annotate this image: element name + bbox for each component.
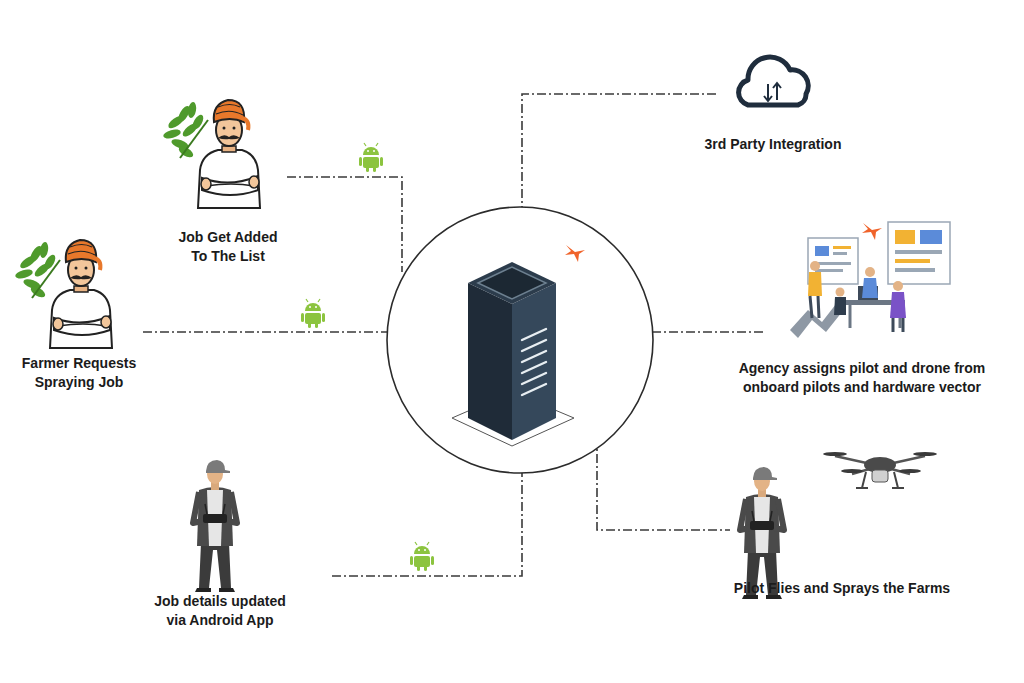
step-label: Pilot Flies and Sprays the Farms [731, 577, 953, 600]
server-hub-part-part [522, 329, 546, 340]
step-text: Job Get Added To The List [172, 228, 284, 266]
farmer-figure-part [14, 240, 112, 348]
server-hub-part [522, 329, 546, 395]
cloud-icon-part [739, 57, 809, 105]
drone-part [872, 470, 888, 482]
drone-part-part [823, 452, 847, 456]
cloud-icon-part [767, 84, 769, 100]
agency-illustration-part [890, 292, 906, 318]
pilot-figure-part [193, 460, 237, 592]
drone-part-part [913, 452, 937, 456]
agency-illustration-part [849, 305, 852, 328]
android-icon-part [359, 143, 383, 172]
server-hub-part-part [522, 340, 546, 351]
android-icon-part [301, 299, 325, 328]
agency-illustration-part [810, 296, 819, 318]
dash-line-part [287, 177, 402, 272]
server-hub-part-part [522, 351, 546, 362]
agency-illustration-part [895, 259, 930, 263]
dash-line-part [332, 473, 522, 576]
server-hub-part [512, 283, 556, 440]
agency-illustration-part [790, 304, 842, 338]
agency-illustration-part [815, 269, 843, 272]
agency-illustration-part [836, 288, 845, 297]
server-hub-part [468, 262, 556, 304]
agency-illustration-part [895, 268, 935, 272]
step-text: Agency assigns pilot and drone from onbo… [712, 359, 1012, 397]
android-icon [301, 143, 434, 571]
server-hub-part [468, 283, 512, 440]
dash-line-part [522, 94, 716, 207]
drone-part-part [899, 469, 921, 473]
server-hub-part-part [522, 373, 546, 384]
step-text: Farmer Requests Spraying Job [7, 354, 151, 392]
dash-line-part [652, 331, 765, 333]
cloud-icon [739, 57, 809, 105]
agency-illustration-part [895, 250, 942, 254]
pilot-figure [193, 460, 784, 599]
server-hub-part-part [522, 362, 546, 373]
server-hub [387, 207, 653, 473]
step-text: Pilot Flies and Sprays the Farms [734, 579, 950, 598]
agency-illustration-part [865, 267, 875, 277]
agency-illustration-part [862, 278, 878, 298]
server-hub-part-part [522, 384, 546, 395]
android-icon-part [410, 542, 434, 571]
farmer-figure [14, 100, 260, 348]
step-text: 3rd Party Integration [705, 135, 842, 154]
pilot-figure-part [740, 467, 784, 599]
cloud-icon-part [776, 84, 778, 100]
agency-illustration-part [888, 222, 950, 284]
server-hub-part [478, 267, 546, 299]
cloud-icon-part [764, 96, 772, 101]
dash-line-part [143, 331, 388, 333]
step-label: Farmer Requests Spraying Job [4, 352, 154, 394]
agency-illustration-part [893, 281, 903, 291]
agency-illustration-part [815, 246, 829, 256]
agency-illustration-part [920, 230, 942, 244]
drone [823, 452, 937, 488]
agency-illustration-part [893, 318, 903, 332]
step-label: Job Get Added To The List [169, 226, 287, 268]
step-label: 3rd Party Integration [702, 133, 845, 156]
agency-illustration-part [834, 297, 846, 315]
agency-illustration-part [808, 272, 822, 296]
drone-part-part [841, 469, 863, 473]
step-label: Job details updated via Android App [142, 590, 298, 632]
step-label: Agency assigns pilot and drone from onbo… [709, 357, 1015, 399]
step-text: Job details updated via Android App [145, 592, 295, 630]
server-hub-part [565, 245, 585, 262]
agency-illustration-part [810, 261, 820, 271]
agency-illustration-part [862, 223, 882, 240]
agency-illustration [790, 222, 950, 338]
agency-illustration-part [895, 230, 915, 244]
cloud-icon-part [773, 83, 781, 88]
drone-part [856, 472, 904, 488]
agency-illustration-part [833, 246, 851, 249]
agency-illustration-part [815, 262, 851, 265]
server-hub-part [387, 207, 653, 473]
farmer-figure-part [162, 100, 260, 208]
dash-line-part [597, 437, 730, 530]
agency-illustration-part [833, 252, 847, 255]
